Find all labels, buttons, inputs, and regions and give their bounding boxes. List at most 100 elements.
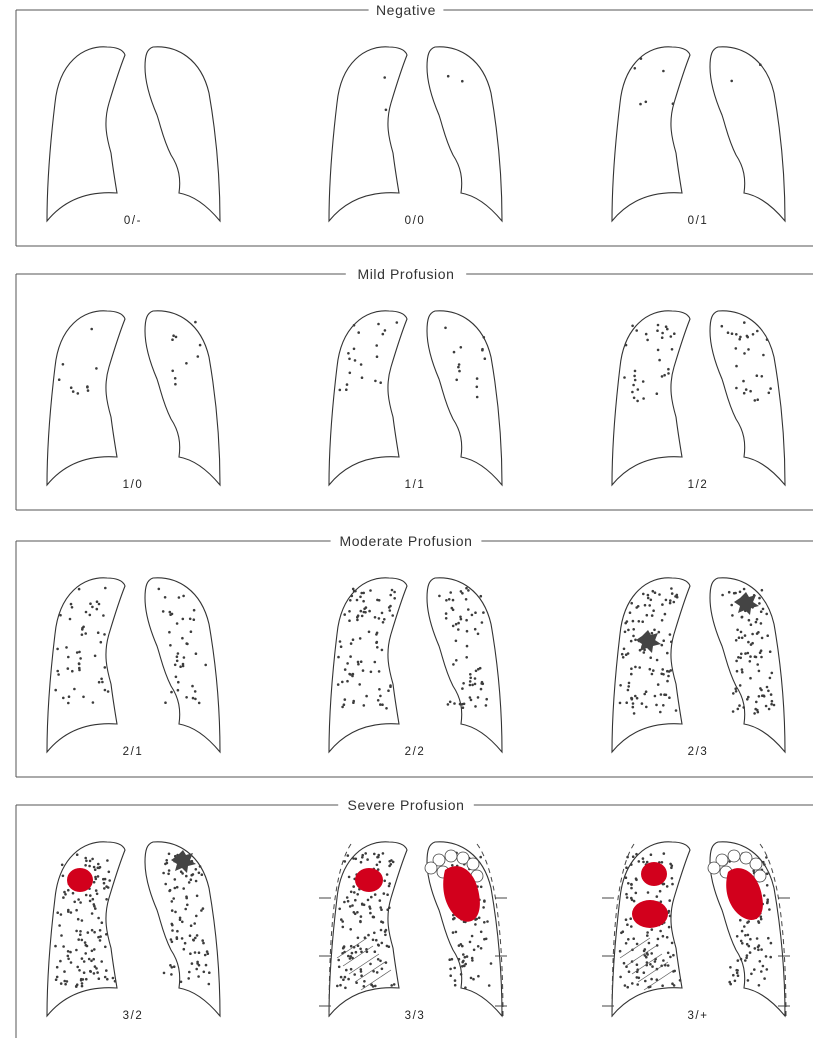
- opacity-dot: [744, 652, 747, 655]
- opacity-dot: [747, 934, 750, 937]
- opacity-dot: [471, 935, 474, 938]
- opacity-dot: [360, 660, 363, 663]
- opacity-dot: [352, 885, 355, 888]
- opacity-dot: [622, 656, 625, 659]
- opacity-dot: [478, 917, 481, 920]
- opacity-dot: [349, 372, 352, 375]
- opacity-dot: [186, 643, 189, 646]
- opacity-dot: [56, 911, 59, 914]
- opacity-dot: [479, 667, 482, 670]
- opacity-dot: [671, 592, 674, 595]
- opacity-dot: [756, 663, 759, 666]
- opacity-dot: [89, 614, 92, 617]
- opacity-dot: [101, 681, 104, 684]
- opacity-dot: [106, 978, 109, 981]
- opacity-dot: [745, 388, 748, 391]
- opacity-dot: [761, 694, 764, 697]
- opacity-dot: [59, 960, 62, 963]
- opacity-dot: [769, 650, 772, 653]
- grade-label: 1/1: [405, 479, 426, 491]
- opacity-dot: [86, 386, 89, 389]
- opacity-dot: [91, 606, 94, 609]
- opacity-dot: [766, 338, 769, 341]
- opacity-dot: [488, 984, 491, 987]
- left-lung-outline: [329, 842, 407, 1016]
- opacity-dot: [102, 614, 105, 617]
- opacity-dot: [463, 703, 466, 706]
- opacity-dot: [738, 704, 741, 707]
- opacity-dot: [84, 941, 87, 944]
- opacity-dot: [205, 964, 208, 967]
- opacity-dot: [176, 937, 179, 940]
- opacity-dot: [669, 915, 672, 918]
- opacity-dot: [382, 852, 385, 855]
- opacity-dot: [176, 930, 179, 933]
- opacity-dot: [479, 856, 482, 859]
- opacity-dot: [476, 386, 479, 389]
- opacity-dot: [637, 388, 640, 391]
- opacity-dot: [350, 891, 353, 894]
- opacity-dot: [98, 681, 101, 684]
- opacity-dot: [453, 702, 456, 705]
- opacity-dot: [619, 684, 622, 687]
- opacity-dot: [62, 896, 65, 899]
- opacity-dot: [762, 861, 765, 864]
- opacity-dot: [668, 899, 671, 902]
- opacity-dot: [656, 329, 659, 332]
- opacity-dot: [104, 689, 107, 692]
- opacity-dot: [374, 893, 377, 896]
- opacity-dot: [628, 682, 631, 685]
- opacity-dot: [671, 348, 674, 351]
- opacity-dot: [158, 588, 161, 591]
- right-lung-outline: [145, 311, 220, 485]
- opacity-dot: [467, 589, 470, 592]
- opacity-dot: [657, 683, 660, 686]
- opacity-dot: [70, 386, 73, 389]
- opacity-dot: [662, 673, 665, 676]
- opacity-dot: [67, 955, 70, 958]
- opacity-dot: [459, 616, 462, 619]
- opacity-dot: [367, 934, 370, 937]
- opacity-dot: [347, 978, 350, 981]
- opacity-dot: [354, 899, 357, 902]
- opacity-dot: [168, 631, 171, 634]
- opacity-dot: [62, 945, 65, 948]
- opacity-dot: [455, 659, 458, 662]
- opacity-dot: [638, 666, 641, 669]
- opacity-dot: [378, 670, 381, 673]
- opacity-dot: [756, 374, 759, 377]
- opacity-dot: [359, 920, 362, 923]
- opacity-dot: [659, 711, 662, 714]
- lung-figure: [319, 842, 507, 1020]
- opacity-dot: [455, 623, 458, 626]
- opacity-dot: [628, 970, 631, 973]
- opacity-dot: [181, 637, 184, 640]
- lung-figure: [612, 578, 785, 752]
- opacity-dot: [350, 642, 353, 645]
- opacity-dot: [480, 947, 483, 950]
- opacity-dot: [747, 348, 750, 351]
- opacity-dot: [741, 930, 744, 933]
- opacity-dot: [671, 942, 674, 945]
- opacity-dot: [374, 616, 377, 619]
- opacity-dot: [736, 935, 739, 938]
- opacity-dot: [760, 915, 763, 918]
- opacity-dot: [182, 595, 185, 598]
- opacity-dot: [662, 935, 665, 938]
- opacity-dot: [72, 390, 75, 393]
- opacity-dot: [454, 979, 457, 982]
- opacity-dot: [634, 379, 637, 382]
- opacity-dot: [171, 909, 174, 912]
- opacity-dot: [735, 639, 738, 642]
- opacity-dot: [77, 938, 80, 941]
- opacity-dot: [195, 968, 198, 971]
- opacity-dot: [470, 699, 473, 702]
- opacity-dot: [625, 918, 628, 921]
- opacity-dot: [393, 597, 396, 600]
- opacity-dot: [191, 685, 194, 688]
- opacity-dot: [183, 656, 186, 659]
- opacity-dot: [766, 634, 769, 637]
- opacity-dot: [756, 618, 759, 621]
- opacity-dot: [359, 596, 362, 599]
- opacity-dot: [379, 703, 382, 706]
